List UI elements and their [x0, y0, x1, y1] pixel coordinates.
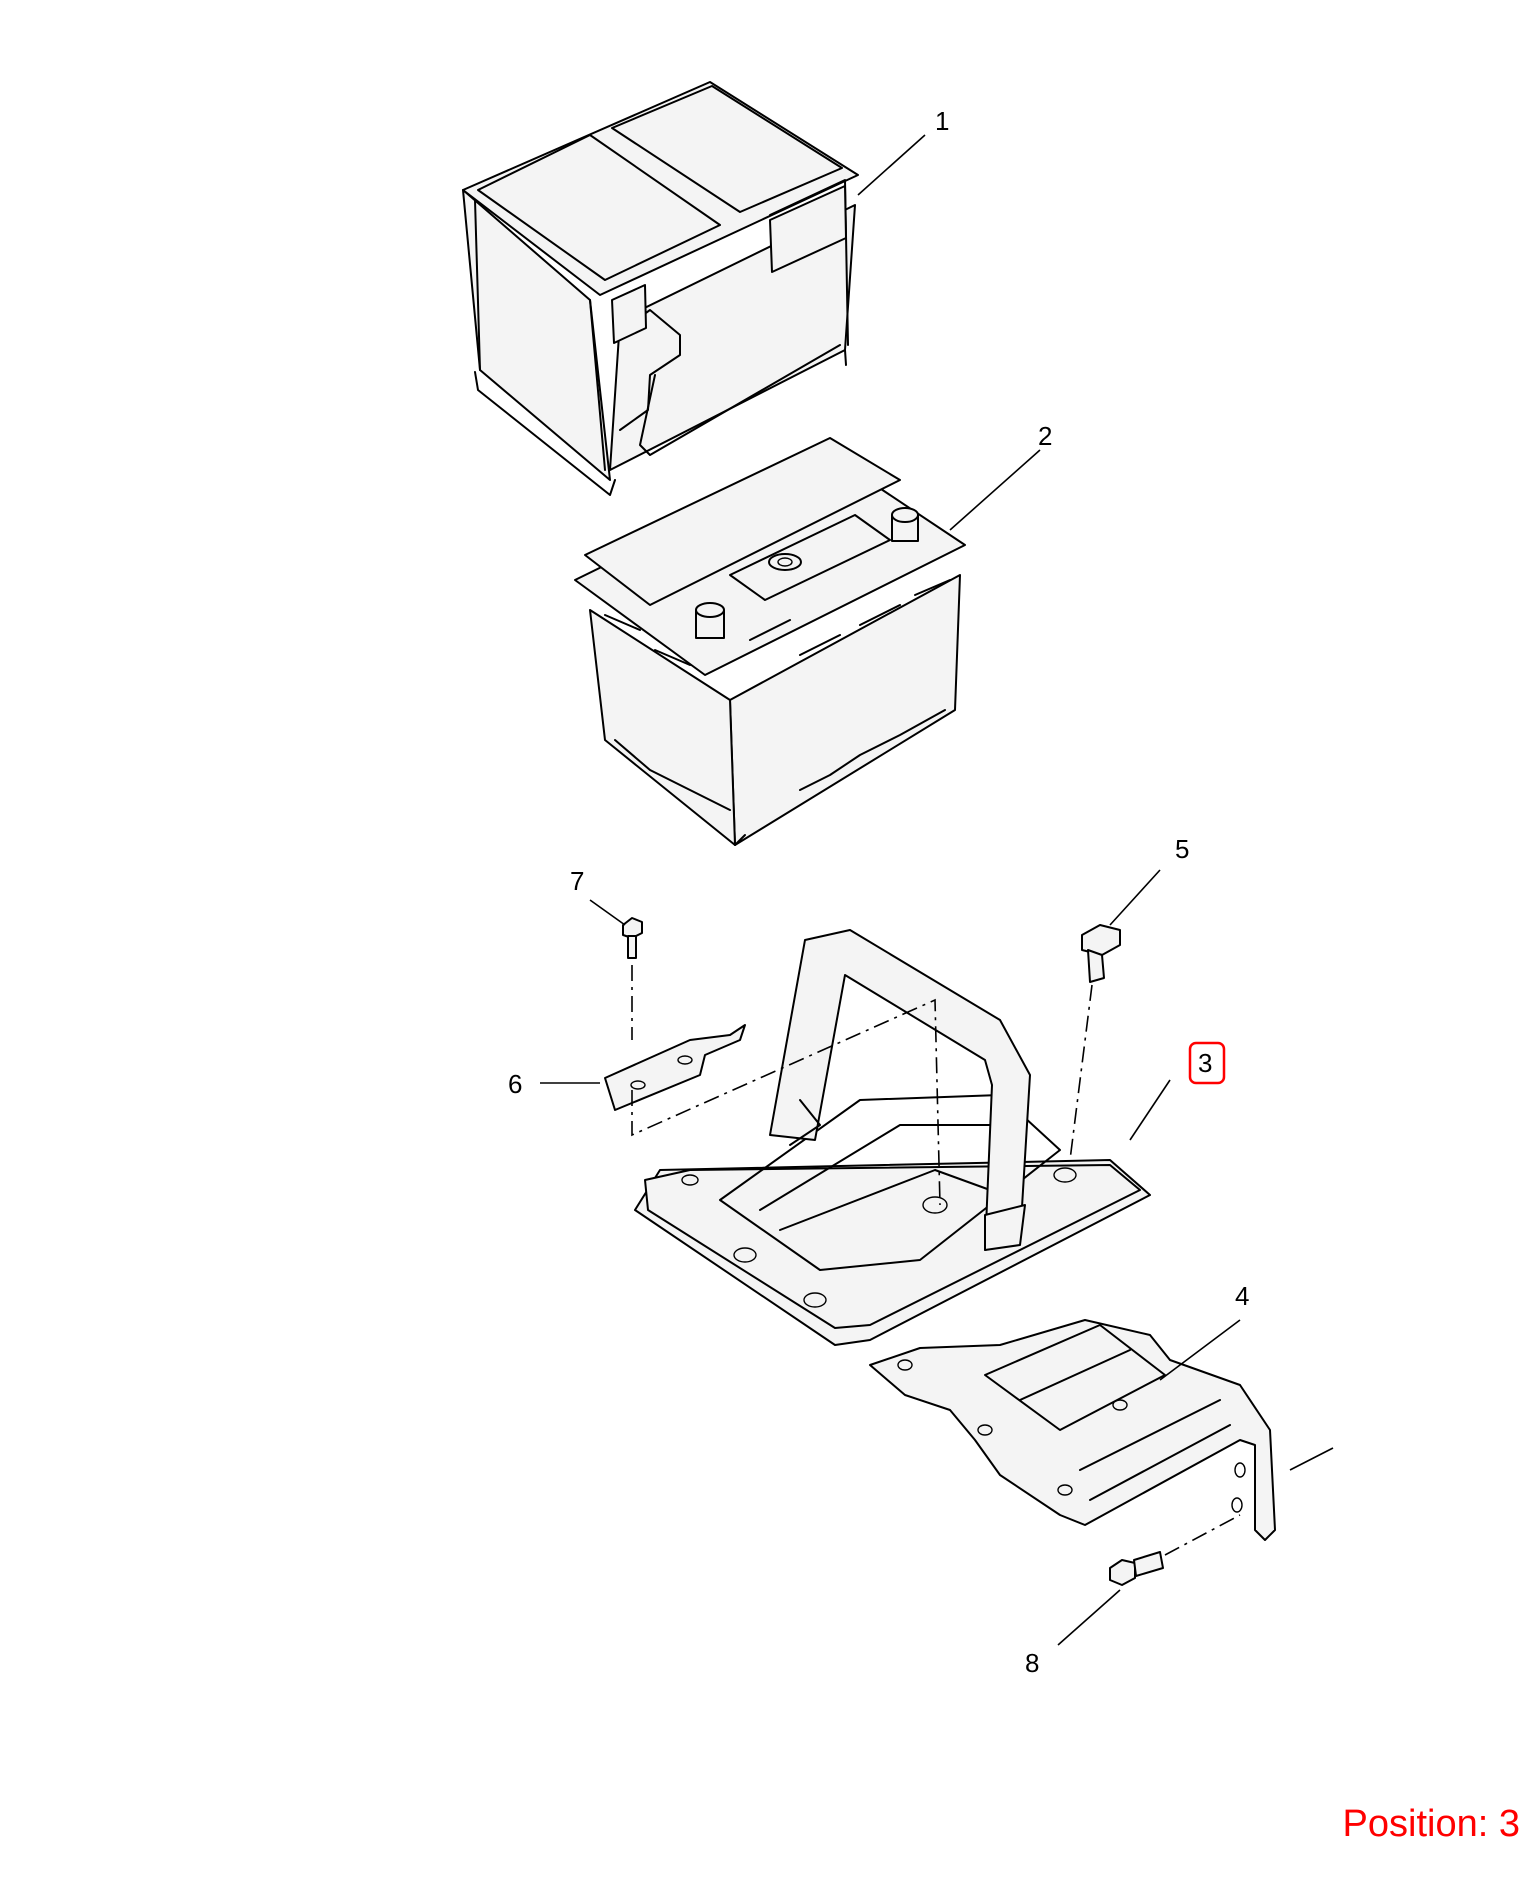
bolt-left[interactable]	[622, 917, 643, 959]
clamp-plate[interactable]	[604, 1024, 746, 1111]
part-label-7: 7	[570, 866, 584, 896]
part-label-5: 5	[1175, 834, 1189, 864]
part-label-1: 1	[935, 106, 949, 136]
part-label-2: 2	[1038, 421, 1052, 451]
support-bracket[interactable]	[869, 1319, 1276, 1541]
part-label-4: 4	[1235, 1281, 1249, 1311]
highlight-box	[1188, 1041, 1226, 1085]
battery-tray[interactable]	[634, 929, 1151, 1346]
bolt-right[interactable]	[1081, 924, 1121, 983]
part-label-6: 6	[508, 1069, 522, 1099]
assembly-centerlines	[631, 965, 1241, 1556]
part-label-3[interactable]: 3	[1198, 1048, 1212, 1078]
part-label-8: 8	[1025, 1648, 1039, 1678]
battery[interactable]	[574, 437, 966, 846]
bolt-bottom[interactable]	[1109, 1551, 1164, 1586]
leader-lines	[540, 134, 1334, 1646]
position-indicator: Position: 3	[1342, 1803, 1520, 1845]
battery-cover[interactable]	[462, 81, 859, 496]
